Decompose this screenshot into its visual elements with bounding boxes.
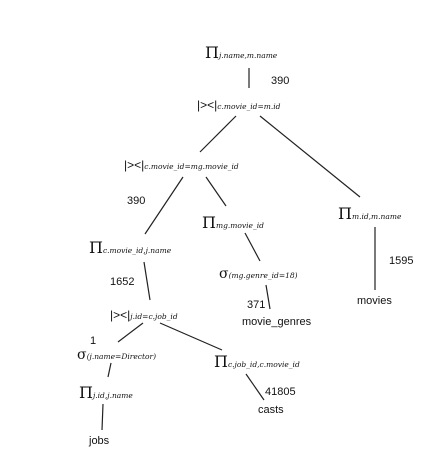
projection-symbol: Π [202,213,216,232]
join-symbol: |><| [124,158,145,172]
edge-select-jobs-to-proj-j [107,362,112,378]
join-symbol: |><| [110,308,131,322]
edge-proj-c-job-to-casts [245,373,265,401]
count-jobs: 1 [90,335,97,347]
projection-subscript: j.name,m.name [218,51,278,60]
projection-symbol: Π [338,204,352,223]
edge-join-top-to-proj-m [259,115,361,198]
proj-c-job-node: Πc.job_id,c.movie_id [214,354,300,371]
count-casts: 41805 [265,386,296,398]
selection-condition: (j.name=Director) [86,352,157,361]
join-condition: c.movie_id=m.id [217,102,281,111]
join-mid-node: |><|c.movie_id=mg.movie_id [124,157,239,173]
join-symbol: |><| [197,98,218,112]
projection-symbol: Π [89,238,103,257]
count-movie-genres: 371 [247,299,266,311]
projection-subscript: j.id,j.name [92,391,133,400]
proj-j-node: Πj.id,j.name [79,385,133,402]
proj-mg-node: Πmg.movie_id [202,215,264,232]
root-projection-node: Πj.name,m.name [205,45,277,62]
proj-c-movie-node: Πc.movie_id,j.name [89,240,171,257]
join-top-node: |><|c.movie_id=m.id [197,97,280,113]
count-root: 390 [271,75,290,87]
edge-proj-c-movie-to-join-low [143,261,151,301]
edge-proj-mg-to-select-genre [244,232,261,262]
projection-symbol: Π [79,383,93,402]
selection-symbol: σ [219,266,229,282]
projection-subscript: c.movie_id,j.name [102,246,172,255]
join-condition: c.movie_id=mg.movie_id [144,162,239,171]
edge-join-mid-to-proj-mg [205,176,227,207]
select-genre-node: σ(mg.genre_id=18) [219,266,298,282]
count-join-low: 1652 [110,276,135,288]
edge-select-genre-to-movie-genres [265,284,271,310]
select-jobs-node: σ(j.name=Director) [77,347,156,363]
edge-join-mid-to-proj-c-movie [144,176,184,235]
projection-symbol: Π [205,43,219,62]
join-condition: j.id=c.job_id [130,312,178,321]
selection-symbol: σ [77,347,87,363]
projection-subscript: mg.movie_id [215,221,264,230]
relation-movies: movies [357,295,392,307]
selection-condition: (mg.genre_id=18) [228,271,298,280]
edge-join-low-to-select-jobs [117,322,144,343]
edge-join-top-to-join-mid [199,115,237,153]
proj-m-node: Πm.id,m.name [338,206,401,223]
count-movies: 1595 [389,255,414,267]
relation-movie-genres: movie_genres [242,316,312,328]
projection-subscript: m.id,m.name [351,212,402,221]
relation-casts: casts [258,404,284,416]
relation-jobs: jobs [89,435,110,447]
count-join-mid: 390 [127,195,146,207]
edge-proj-j-to-jobs [101,403,104,431]
projection-subscript: c.job_id,c.movie_id [227,360,300,369]
projection-symbol: Π [214,352,228,371]
join-low-node: |><|j.id=c.job_id [110,307,178,323]
edge-join-low-to-proj-c-job [159,322,223,351]
